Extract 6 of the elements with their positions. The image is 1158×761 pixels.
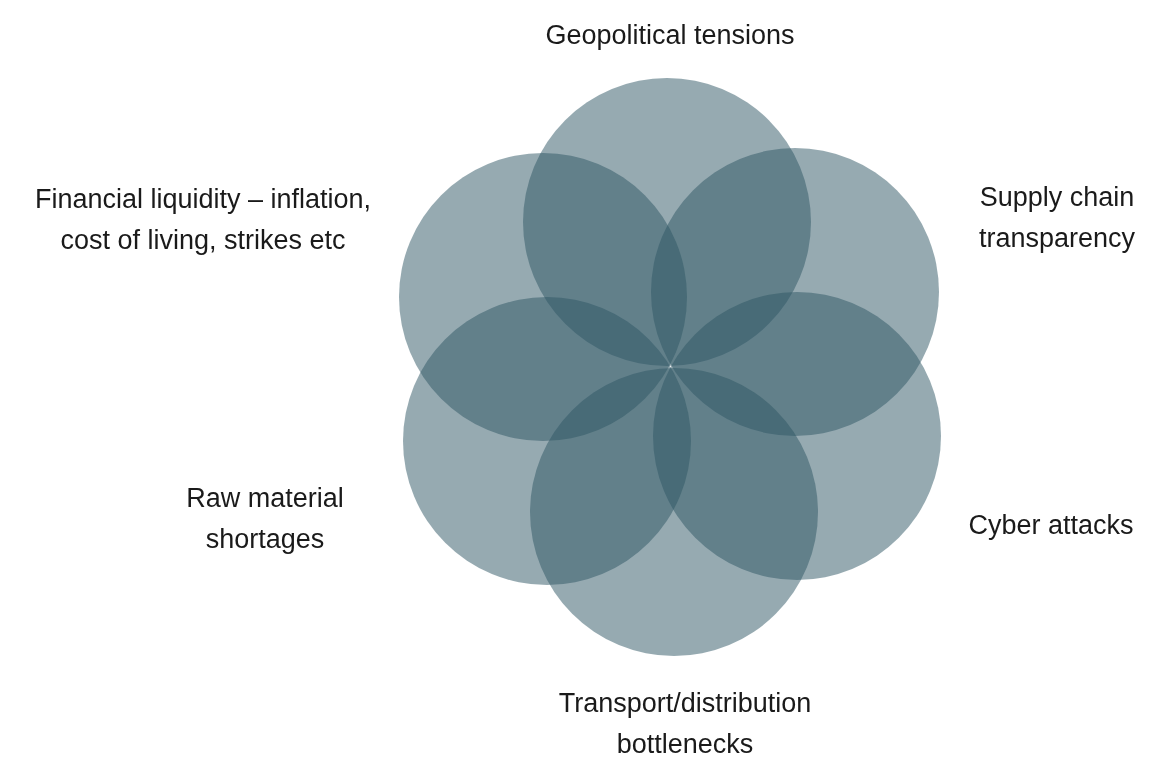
circle-label: Cyber attacks xyxy=(967,508,1135,542)
circle-label: Financial liquidity – inflation, cost of living, strikes etc xyxy=(33,182,373,257)
circle-label: Transport/distribution bottlenecks xyxy=(557,687,813,761)
circle-label: Geopolitical tensions xyxy=(544,18,796,52)
circle-label: Supply chain transparency xyxy=(977,181,1137,255)
circle-label: Raw material shortages xyxy=(185,482,345,556)
